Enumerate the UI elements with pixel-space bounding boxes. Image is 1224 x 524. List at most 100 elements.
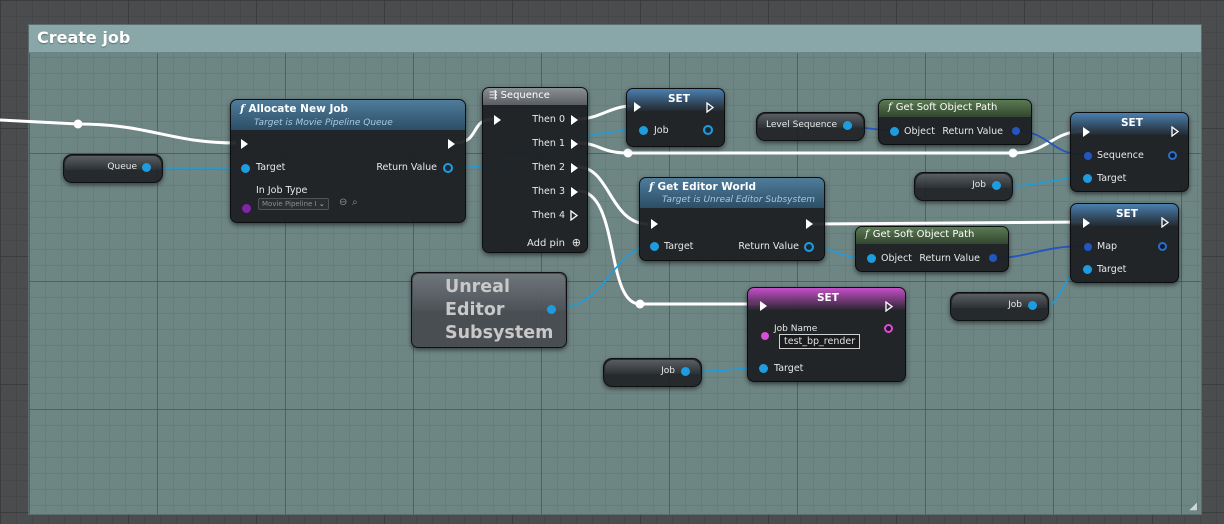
set-sequence-title: SET: [1121, 117, 1143, 129]
variable-gloss: [916, 174, 1011, 188]
job-variable-node-3[interactable]: Job: [603, 358, 702, 387]
queue-variable-node[interactable]: Queue: [63, 154, 163, 183]
subsystem-label-line-1: Unreal: [445, 277, 510, 297]
job-type-dropdown-value: Movie Pipeline I: [262, 200, 317, 208]
node-header: [231, 100, 465, 130]
unreal-editor-subsystem-node[interactable]: Unreal Editor Subsystem: [411, 272, 567, 348]
job-input-pin[interactable]: [639, 126, 648, 135]
map-input-pin[interactable]: [1084, 243, 1092, 251]
exec-wire-then3: [577, 189, 762, 306]
exec-input-pin[interactable]: [760, 301, 767, 311]
variable-gloss: [413, 274, 565, 311]
job-output-pin-1[interactable]: [992, 181, 1001, 190]
exec-output-pin[interactable]: [448, 139, 455, 149]
return-value-output-pin[interactable]: [804, 242, 814, 252]
then-2-pin[interactable]: [571, 163, 578, 173]
job-output-pin[interactable]: [703, 125, 713, 135]
allocate-new-job-subtitle: Target is Movie Pipeline Queue: [254, 118, 393, 128]
map-output-pin[interactable]: [1158, 242, 1167, 251]
then-3-pin[interactable]: [571, 187, 578, 197]
subsystem-label-line-2: Editor: [445, 300, 505, 320]
object-input-pin[interactable]: [867, 254, 876, 263]
target-input-pin[interactable]: [1083, 174, 1092, 183]
target-input-pin[interactable]: [1083, 265, 1092, 274]
exec-output-pin[interactable]: [1161, 217, 1170, 228]
exec-input-pin[interactable]: [494, 115, 501, 125]
job-name-input[interactable]: test_bp_render: [779, 334, 861, 349]
then-4-label: Then 4: [532, 210, 565, 221]
exec-input-pin[interactable]: [634, 102, 641, 112]
target-pin-label: Target: [774, 363, 804, 374]
set-job-node[interactable]: SET Job: [626, 88, 725, 147]
queue-output-pin[interactable]: [142, 163, 151, 172]
subsystem-output-pin[interactable]: [547, 305, 556, 314]
exec-input-pin[interactable]: [1083, 127, 1090, 137]
then-4-pin[interactable]: [570, 210, 579, 221]
exec-wire-world-map: [811, 220, 1087, 226]
add-pin-label[interactable]: Add pin: [526, 238, 565, 249]
then-0-pin[interactable]: [571, 115, 578, 125]
return-value-output-pin[interactable]: [989, 254, 997, 262]
set-map-node[interactable]: SET Map Target: [1070, 203, 1179, 283]
exec-output-pin[interactable]: [885, 301, 894, 312]
reroute-knot-4: [635, 299, 645, 309]
job-variable-label-2: Job: [1008, 300, 1022, 310]
job-pin-label: Job: [654, 125, 669, 136]
search-icon[interactable]: ⌕: [352, 197, 358, 208]
target-input-pin[interactable]: [650, 242, 659, 251]
exec-input-pin[interactable]: [241, 139, 248, 149]
reset-icon[interactable]: ⊖: [339, 197, 348, 208]
then-1-label: Then 1: [532, 138, 565, 149]
target-pin-label: Target: [1097, 173, 1127, 184]
node-header: [483, 88, 587, 105]
target-pin-label: Target: [256, 162, 286, 173]
job-name-input-pin[interactable]: [761, 332, 769, 340]
target-pin-label: Target: [1097, 264, 1127, 275]
in-job-type-input-pin[interactable]: [241, 203, 252, 214]
job-variable-node-1[interactable]: Job: [914, 172, 1013, 201]
then-1-pin[interactable]: [571, 139, 578, 149]
level-sequence-output-pin[interactable]: [843, 121, 852, 130]
variable-gloss: [952, 294, 1047, 308]
target-input-pin[interactable]: [759, 364, 768, 373]
set-job-name-node[interactable]: SET Job Name test_bp_render Target: [747, 287, 906, 382]
exec-input-pin[interactable]: [651, 219, 658, 229]
exec-output-pin[interactable]: [806, 219, 813, 229]
map-pin-label: Map: [1097, 241, 1118, 252]
job-variable-label-3: Job: [661, 366, 675, 376]
resize-grip-icon[interactable]: ◢: [1189, 501, 1197, 512]
then-0-label: Then 0: [532, 114, 565, 125]
chevron-down-icon: ⌄: [318, 200, 325, 208]
job-type-dropdown[interactable]: Movie Pipeline I ⌄: [258, 198, 329, 210]
sequence-input-pin[interactable]: [1084, 152, 1092, 160]
in-job-type-pin-label: In Job Type: [256, 185, 308, 196]
return-value-output-pin[interactable]: [443, 163, 453, 173]
node-header: [1071, 113, 1188, 135]
job-variable-node-2[interactable]: Job: [950, 292, 1049, 321]
job-output-pin-2[interactable]: [1028, 301, 1037, 310]
target-input-pin[interactable]: [241, 164, 250, 173]
add-pin-plus-icon[interactable]: ⊕: [571, 236, 581, 249]
level-sequence-variable-node[interactable]: Level Sequence: [756, 112, 865, 141]
sequence-output-pin[interactable]: [1168, 151, 1177, 160]
sequence-pin-label: Sequence: [1097, 150, 1144, 161]
exec-output-pin[interactable]: [706, 102, 715, 113]
set-sequence-node[interactable]: SET Sequence Target: [1070, 112, 1189, 192]
variable-gloss: [605, 360, 700, 374]
comment-title: Create job: [37, 28, 131, 47]
sequence-node[interactable]: ⇶ Sequence Then 0 Then 1 Then 2 Then 3 T…: [482, 87, 588, 253]
return-value-output-pin[interactable]: [1012, 127, 1020, 135]
job-name-output-pin[interactable]: [884, 324, 893, 333]
exec-output-pin[interactable]: [1171, 126, 1180, 137]
exec-input-pin[interactable]: [1083, 218, 1090, 228]
return-value-pin-label: Return Value: [376, 162, 437, 173]
job-output-pin-3[interactable]: [681, 367, 690, 376]
object-input-pin[interactable]: [890, 127, 899, 136]
comment-title-bar[interactable]: Create job: [29, 25, 1201, 53]
